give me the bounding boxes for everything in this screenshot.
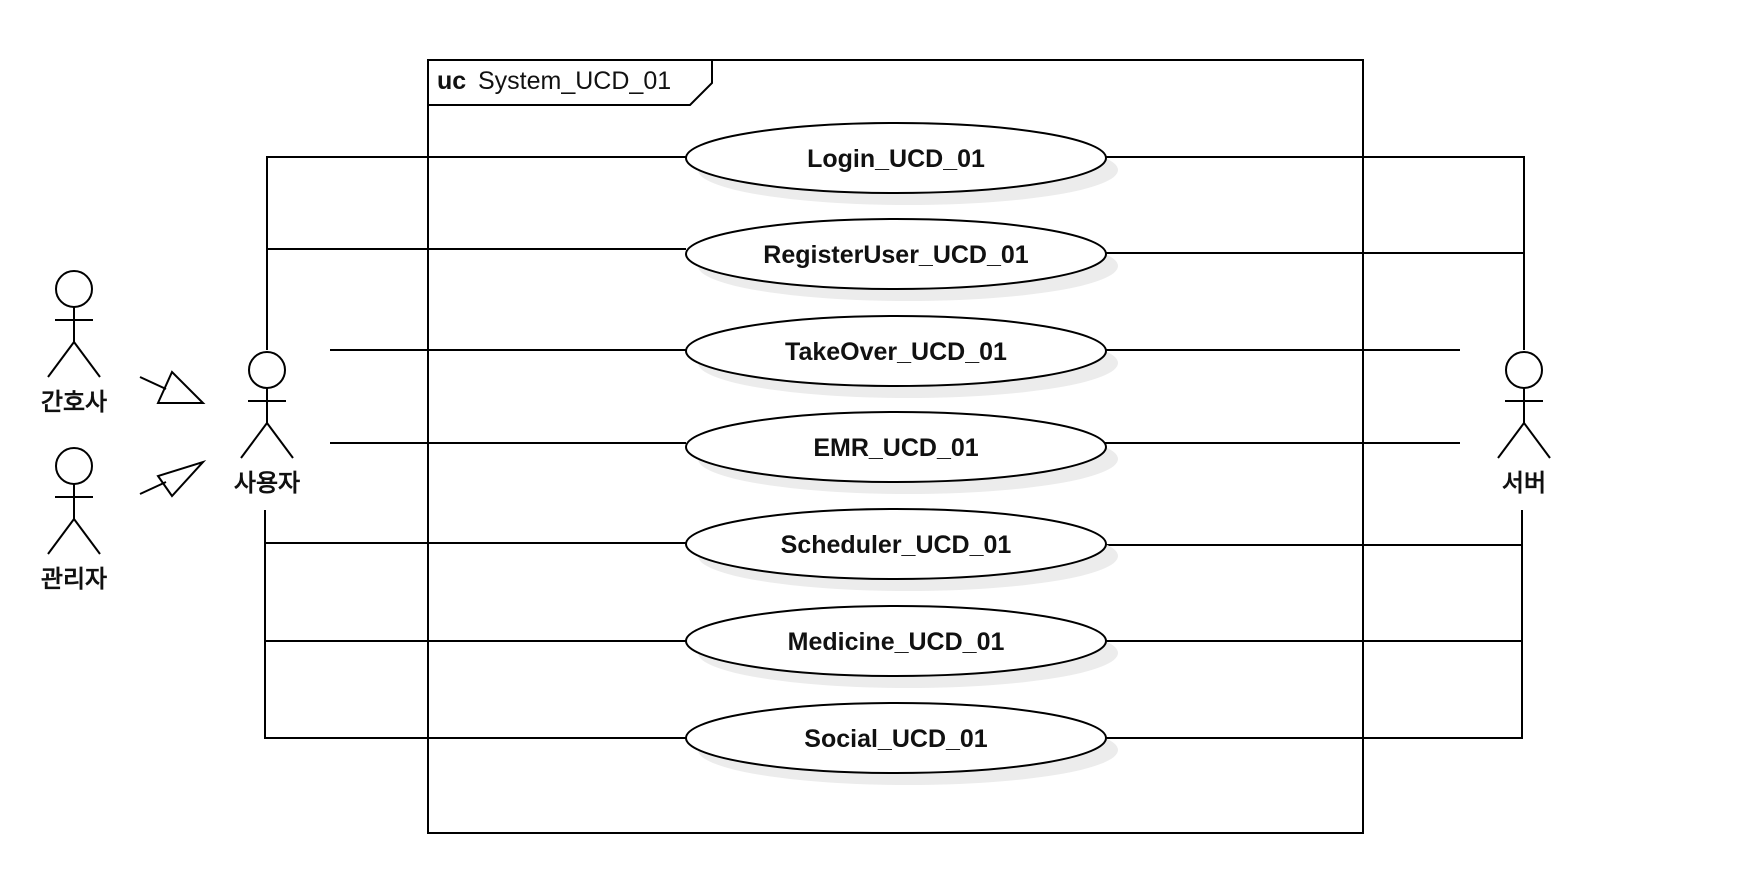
- actor-user[interactable]: 사용자: [234, 351, 300, 497]
- generalization-admin-user: [139, 459, 207, 498]
- use-case-takeover[interactable]: TakeOver_UCD_01: [685, 315, 1118, 398]
- assoc-server-social: [1105, 510, 1523, 739]
- hollow-triangle-arrowhead: [156, 459, 207, 498]
- actor-nurse[interactable]: 간호사: [41, 270, 107, 416]
- use-case-label: Medicine_UCD_01: [788, 628, 1005, 656]
- use-case-medicine[interactable]: Medicine_UCD_01: [685, 605, 1118, 688]
- frame-name: System_UCD_01: [478, 67, 671, 95]
- use-case-registeruser[interactable]: RegisterUser_UCD_01: [685, 218, 1118, 301]
- actor-admin-label: 관리자: [41, 565, 107, 593]
- use-case-label: Scheduler_UCD_01: [781, 531, 1012, 559]
- user-associations: [264, 156, 686, 739]
- use-case-label: RegisterUser_UCD_01: [763, 241, 1029, 269]
- actor-head: [248, 351, 286, 389]
- use-case-login[interactable]: Login_UCD_01: [685, 122, 1118, 205]
- assoc-server-login: [1105, 156, 1525, 350]
- actor-user-label: 사용자: [234, 469, 300, 497]
- use-case-emr[interactable]: EMR_UCD_01: [685, 411, 1118, 494]
- assoc-user-login: [266, 156, 686, 350]
- use-case-label: TakeOver_UCD_01: [785, 338, 1007, 366]
- server-associations: [1105, 156, 1525, 739]
- assoc-user-social: [264, 510, 686, 739]
- actor-server[interactable]: 서버: [1497, 351, 1551, 497]
- use-case-social[interactable]: Social_UCD_01: [685, 702, 1118, 785]
- actor-head: [1505, 351, 1543, 389]
- actor-admin[interactable]: 관리자: [41, 447, 107, 593]
- use-case-label: EMR_UCD_01: [813, 434, 978, 462]
- actor-head: [55, 447, 93, 485]
- actor-head: [55, 270, 93, 308]
- frame-name-tab: [428, 60, 713, 106]
- system-frame: uc System_UCD_01: [427, 59, 1364, 834]
- hollow-triangle-arrowhead: [156, 370, 206, 404]
- generalization-nurse-user: [139, 370, 206, 404]
- actor-server-label: 서버: [1502, 469, 1546, 497]
- actor-nurse-label: 간호사: [41, 388, 107, 416]
- frame-keyword: uc: [437, 67, 466, 95]
- use-case-label: Social_UCD_01: [804, 725, 988, 753]
- system-boundary: [427, 59, 1364, 834]
- use-case-label: Login_UCD_01: [807, 145, 985, 173]
- use-case-scheduler[interactable]: Scheduler_UCD_01: [685, 508, 1118, 591]
